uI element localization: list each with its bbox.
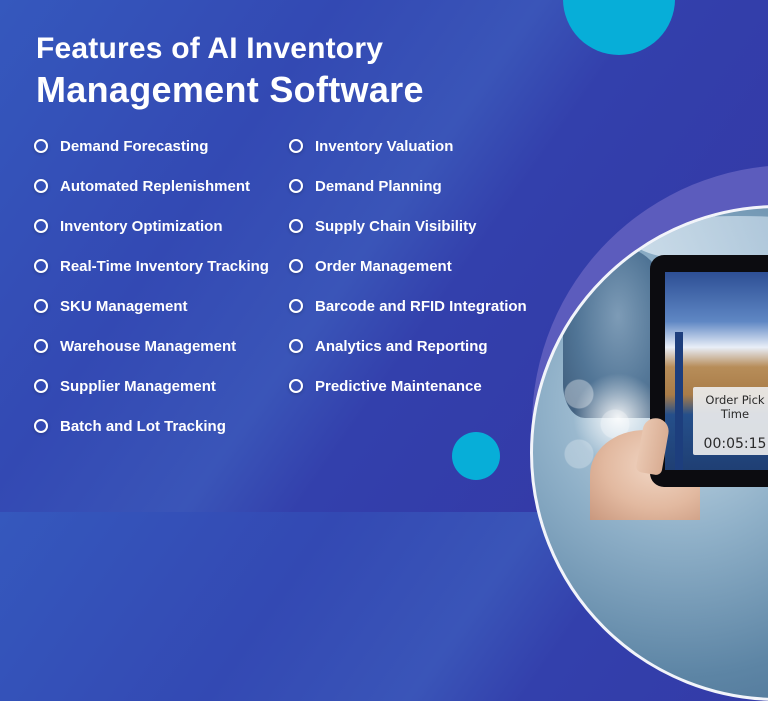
circle-bullet-icon xyxy=(289,339,303,353)
circle-bullet-icon xyxy=(34,339,48,353)
feature-label: Order Management xyxy=(315,258,452,275)
feature-item: Demand Forecasting xyxy=(34,136,269,176)
card-timer-value: 00:05:15 xyxy=(703,436,767,452)
feature-item: Inventory Valuation xyxy=(289,136,527,176)
circle-bullet-icon xyxy=(289,219,303,233)
feature-label: Real-Time Inventory Tracking xyxy=(60,258,269,275)
circle-bullet-icon xyxy=(34,179,48,193)
feature-label: Warehouse Management xyxy=(60,338,237,355)
feature-label: Supplier Management xyxy=(60,378,216,395)
circle-bullet-icon xyxy=(289,179,303,193)
circle-bullet-icon xyxy=(34,379,48,393)
feature-label: Demand Planning xyxy=(315,178,442,195)
feature-item: Barcode and RFID Integration xyxy=(289,296,527,336)
feature-item: Supplier Management xyxy=(34,376,269,416)
circle-bullet-icon xyxy=(289,259,303,273)
feature-label: Barcode and RFID Integration xyxy=(315,298,527,315)
feature-item: Batch and Lot Tracking xyxy=(34,416,269,456)
feature-label: Inventory Optimization xyxy=(60,218,223,235)
feature-item: Inventory Optimization xyxy=(34,216,269,256)
feature-list-left: Demand Forecasting Automated Replenishme… xyxy=(34,136,269,456)
feature-item: Supply Chain Visibility xyxy=(289,216,527,256)
circle-bullet-icon xyxy=(34,139,48,153)
title-line-2: Management Software xyxy=(36,69,424,110)
feature-label: Analytics and Reporting xyxy=(315,338,488,355)
shelf-rack-graphic xyxy=(675,332,683,470)
circle-bullet-icon xyxy=(289,299,303,313)
feature-item: SKU Management xyxy=(34,296,269,336)
feature-label: Supply Chain Visibility xyxy=(315,218,477,235)
decorative-circle-top xyxy=(563,0,675,55)
tablet-screen: Order Pick Time 00:05:15 xyxy=(665,272,768,470)
decorative-circle-bottom xyxy=(452,432,500,480)
feature-item: Real-Time Inventory Tracking xyxy=(34,256,269,296)
feature-label: Demand Forecasting xyxy=(60,138,209,155)
feature-item: Predictive Maintenance xyxy=(289,376,527,416)
circle-bullet-icon xyxy=(289,139,303,153)
feature-item: Warehouse Management xyxy=(34,336,269,376)
title-line-1: Features of AI Inventory xyxy=(36,32,384,65)
circle-bullet-icon xyxy=(34,219,48,233)
feature-label: Inventory Valuation xyxy=(315,138,454,155)
feature-list-right: Inventory Valuation Demand Planning Supp… xyxy=(289,136,527,416)
feature-label: SKU Management xyxy=(60,298,188,315)
feature-item: Demand Planning xyxy=(289,176,527,216)
tablet-device: Order Pick Time 00:05:15 xyxy=(650,255,768,487)
order-pick-time-card: Order Pick Time 00:05:15 xyxy=(693,387,768,455)
card-title: Order Pick Time xyxy=(705,393,765,421)
feature-label: Automated Replenishment xyxy=(60,178,251,195)
circle-bullet-icon xyxy=(34,259,48,273)
circle-bullet-icon xyxy=(34,419,48,433)
feature-item: Order Management xyxy=(289,256,527,296)
feature-item: Automated Replenishment xyxy=(34,176,269,216)
feature-item: Analytics and Reporting xyxy=(289,336,527,376)
circle-bullet-icon xyxy=(289,379,303,393)
circle-bullet-icon xyxy=(34,299,48,313)
page-title: Features of AI Inventory Management Soft… xyxy=(36,30,424,112)
feature-label: Batch and Lot Tracking xyxy=(60,418,226,435)
feature-label: Predictive Maintenance xyxy=(315,378,482,395)
